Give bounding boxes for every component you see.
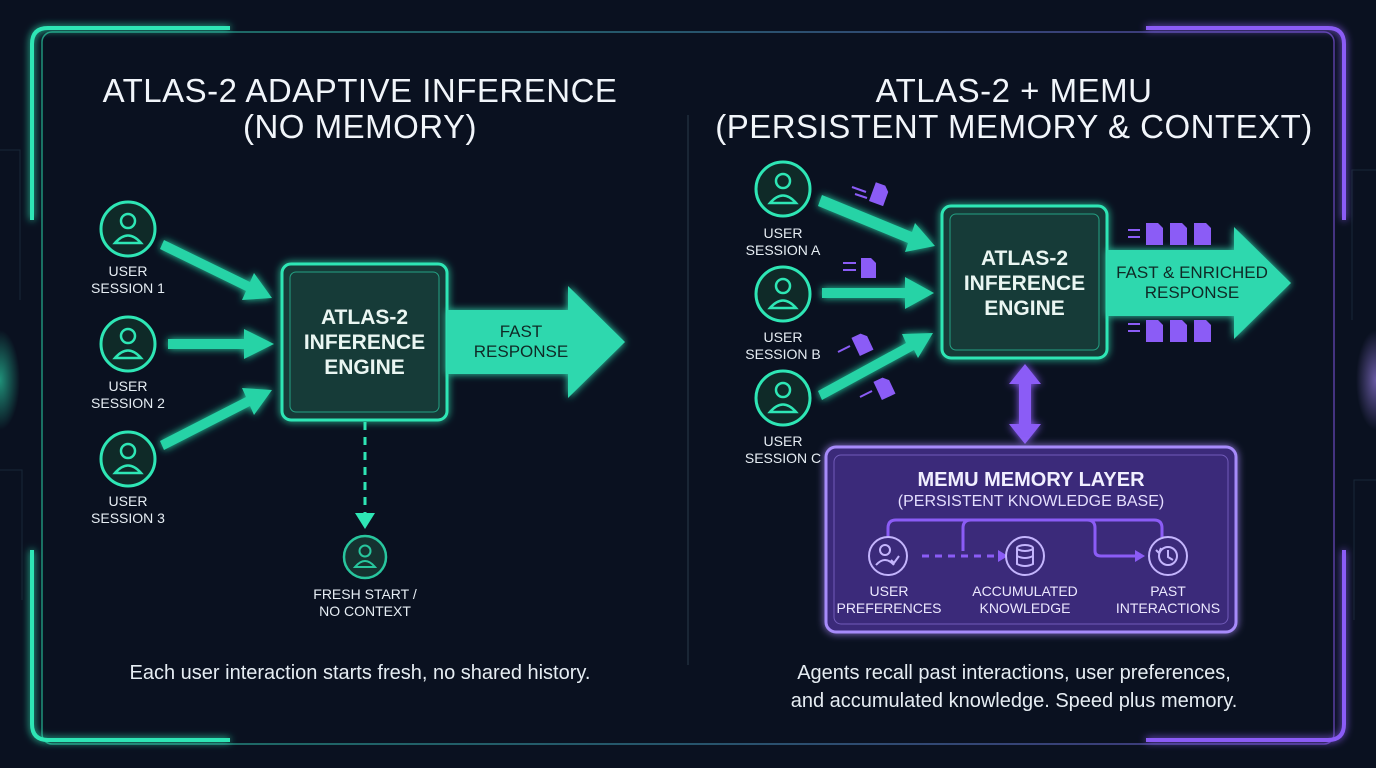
input-arrow	[160, 388, 272, 450]
left-engine-label: ATLAS-2 INFERENCE ENGINE	[303, 306, 426, 379]
memory-item-label: PAST INTERACTIONS	[1115, 583, 1221, 616]
left-title: ATLAS-2 ADAPTIVE INFERENCE	[102, 72, 618, 109]
right-input-arrows	[818, 195, 935, 400]
input-arrow	[818, 333, 933, 400]
document-icon	[1146, 223, 1163, 245]
left-caption: Each user interaction starts fresh, no s…	[129, 662, 591, 684]
document-icon	[1170, 223, 1187, 245]
frame-corner-brackets	[30, 26, 1346, 742]
memory-packet-icons	[837, 182, 896, 401]
fresh-start-icon	[342, 534, 388, 580]
outer-frame	[41, 31, 1335, 745]
right-caption: Agents recall past interactions, user pr…	[790, 662, 1238, 712]
memory-item-label: ACCUMULATED KNOWLEDGE	[972, 583, 1078, 616]
database-icon	[1005, 536, 1045, 576]
left-session-label: USER SESSION 3	[91, 493, 165, 526]
right-edge-glow	[1336, 330, 1376, 430]
right-title: ATLAS-2 + MEMU	[875, 72, 1153, 109]
left-subtitle: (NO MEMORY)	[242, 108, 478, 145]
right-subtitle: (PERSISTENT MEMORY & CONTEXT)	[715, 108, 1313, 145]
left-output-label: FAST RESPONSE	[473, 322, 569, 361]
document-icon	[1146, 320, 1163, 342]
left-session-icons	[99, 200, 157, 488]
document-icon	[1194, 320, 1211, 342]
input-arrow	[822, 277, 934, 309]
user-session-icon	[99, 315, 157, 373]
right-output-arrow	[1107, 227, 1291, 339]
output-document-icons	[1128, 223, 1211, 342]
memory-layer-title: MEMU MEMORY LAYER	[917, 469, 1145, 491]
background-circuit-lines	[0, 149, 1376, 620]
left-edge-glow	[0, 330, 40, 430]
left-output-arrow	[447, 286, 625, 398]
right-session-label: USER SESSION C	[744, 433, 822, 466]
right-output-label: FAST & ENRICHED RESPONSE	[1116, 263, 1268, 302]
user-session-icon	[99, 430, 157, 488]
user-session-icon	[754, 160, 812, 218]
right-engine-label: ATLAS-2 INFERENCE ENGINE	[963, 247, 1086, 320]
document-icon	[873, 377, 896, 401]
user-session-icon	[754, 265, 812, 323]
right-session-label: USER SESSION A	[745, 225, 821, 258]
document-icon	[861, 258, 876, 278]
right-session-icons	[754, 160, 812, 427]
right-session-label: USER SESSION B	[745, 329, 821, 362]
input-arrow	[160, 240, 272, 300]
memory-item-label: USER PREFERENCES	[836, 583, 942, 616]
document-icon	[1194, 223, 1211, 245]
bidirectional-arrow	[1009, 364, 1041, 444]
memory-layer-subtitle: (PERSISTENT KNOWLEDGE BASE)	[897, 493, 1165, 510]
document-icon	[851, 333, 874, 357]
connector-arrowhead	[1135, 550, 1145, 562]
history-clock-icon	[1148, 536, 1188, 576]
left-session-label: USER SESSION 1	[91, 263, 165, 296]
document-icon	[1170, 320, 1187, 342]
left-input-arrows	[160, 240, 274, 450]
left-session-label: USER SESSION 2	[91, 378, 165, 411]
connector-arrowhead	[998, 550, 1008, 562]
input-arrow	[818, 195, 935, 252]
document-icon	[869, 182, 889, 207]
user-session-icon	[99, 200, 157, 258]
memory-connectors	[886, 518, 1164, 558]
user-session-icon	[754, 369, 812, 427]
dashed-arrowhead	[355, 513, 375, 529]
fresh-start-label: FRESH START / NO CONTEXT	[313, 586, 417, 619]
input-arrow	[168, 329, 274, 359]
user-check-icon	[868, 536, 908, 576]
